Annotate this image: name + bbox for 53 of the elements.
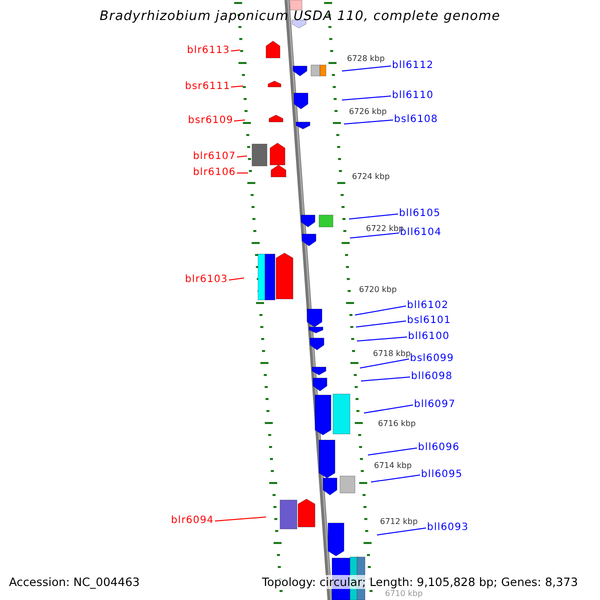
- leader-line: [230, 86, 244, 88]
- gene-label: bll6100: [408, 331, 450, 343]
- gene-label: bll6096: [418, 442, 460, 454]
- leader-line: [350, 232, 400, 238]
- leader-line: [230, 50, 240, 52]
- leader-line: [354, 306, 406, 316]
- scale-label: 6712 kbp: [380, 517, 418, 527]
- leader-line: [376, 528, 426, 536]
- leader-line: [356, 320, 406, 328]
- gene-label: blr6094: [171, 515, 214, 527]
- leader-line: [342, 96, 392, 100]
- accession-text: Accession: NC_004463: [9, 575, 140, 589]
- leader-line: [360, 358, 410, 368]
- gene-label: bll6097: [414, 399, 456, 411]
- leader-line: [356, 336, 408, 342]
- leader-line: [236, 172, 248, 174]
- gene-label: bsl6099: [410, 353, 454, 365]
- leader-line: [364, 404, 414, 414]
- gene-label: bll6102: [407, 300, 449, 312]
- gene-label: bsr6111: [185, 81, 230, 93]
- gene-label: bll6098: [411, 371, 453, 383]
- leader-line: [228, 278, 244, 280]
- title: Bradyrhizobium japonicum USDA 110, complete genome: [98, 9, 502, 25]
- scale-label: 6724 kbp: [352, 172, 390, 182]
- gene-label: blr6103: [185, 274, 228, 286]
- scale-label: 6714 kbp: [374, 461, 412, 471]
- genome-summary-text: Topology: circular; Length: 9,105,828 bp; Genes: 8,373: [262, 575, 578, 589]
- leader-line: [344, 120, 394, 124]
- leader-line: [234, 120, 246, 122]
- leader-line: [360, 376, 410, 382]
- gene-label: bsl6108: [394, 114, 438, 126]
- scale-label: 6726 kbp: [349, 107, 387, 117]
- gene-label: bll6112: [392, 60, 434, 72]
- gene-label: bll6110: [392, 90, 434, 102]
- leader-line: [368, 448, 418, 456]
- leader-line: [214, 516, 266, 522]
- gene-label: bll6093: [427, 522, 469, 534]
- gene-label: bsl6101: [407, 315, 451, 327]
- scale-label: 6710 kbp: [385, 589, 423, 599]
- leader-line: [370, 474, 420, 482]
- gene-label: blr6107: [193, 151, 236, 163]
- leader-line: [236, 156, 248, 158]
- gene-label: bll6105: [399, 208, 441, 220]
- gene-label: bll6095: [421, 469, 463, 481]
- scale-label: 6716 kbp: [378, 419, 416, 429]
- scale-label: 6728 kbp: [347, 54, 385, 64]
- gene-label: blr6113: [187, 45, 230, 57]
- gene-label: bsr6109: [188, 115, 234, 127]
- gene-label: blr6106: [193, 167, 236, 179]
- leader-line: [348, 214, 398, 220]
- scale-label: 6718 kbp: [373, 349, 411, 358]
- scale-label: 6720 kbp: [359, 285, 397, 295]
- leader-line: [342, 66, 392, 72]
